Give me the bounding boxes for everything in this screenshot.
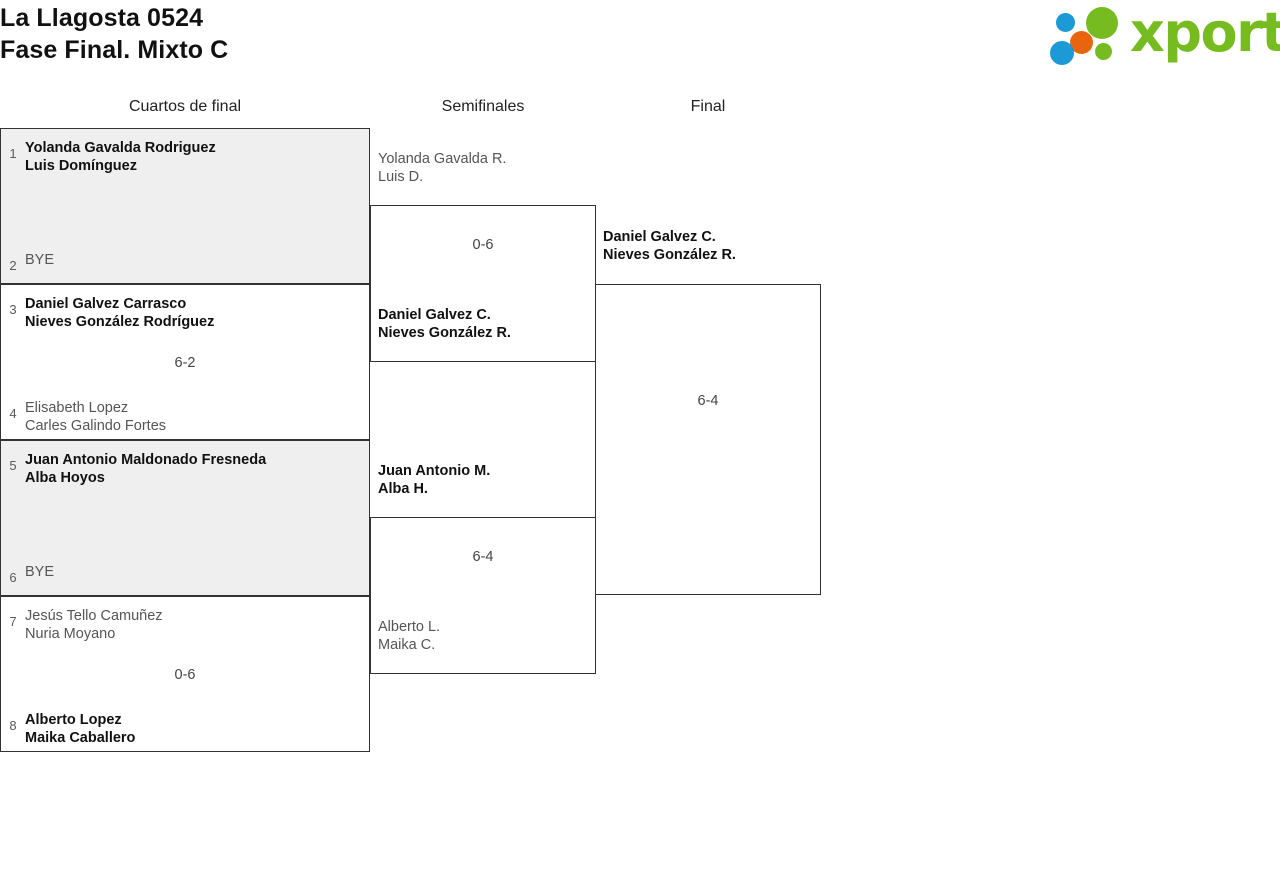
- match-qf-3[interactable]: 5 Juan Antonio Maldonado Fresneda Alba H…: [0, 440, 370, 596]
- round-header-semifinals: Semifinales: [441, 98, 525, 115]
- team-names: Elisabeth Lopez Carles Galindo Fortes: [25, 397, 369, 435]
- team-names: Daniel Galvez Carrasco Nieves González R…: [25, 293, 369, 331]
- match-qf-4[interactable]: 7 Jesús Tello Camuñez Nuria Moyano 0-6 8…: [0, 596, 370, 752]
- player-name-1: Yolanda Gavalda R.: [378, 151, 507, 167]
- player-name-1: Juan Antonio Maldonado Fresneda: [25, 452, 267, 468]
- team-names: BYE: [25, 561, 369, 581]
- player-name-2: Alba H.: [378, 481, 428, 497]
- seed-number: 3: [9, 302, 17, 317]
- player-name-1: Daniel Galvez C.: [378, 307, 491, 323]
- team-names: Alberto Lopez Maika Caballero: [25, 709, 369, 747]
- player-name-1: BYE: [25, 564, 55, 580]
- round-header-quarterfinals: Cuartos de final: [128, 98, 242, 115]
- match-qf-1[interactable]: 1 Yolanda Gavalda Rodriguez Luis Domíngu…: [0, 128, 370, 284]
- seed-number: 2: [9, 258, 17, 273]
- match-slot-bottom[interactable]: 8 Alberto Lopez Maika Caballero: [1, 709, 369, 747]
- tournament-phase: Fase Final. Mixto C: [0, 36, 229, 64]
- player-name-1: Alberto Lopez: [25, 712, 122, 728]
- match-slot-bottom[interactable]: Alberto L. Maika C.: [371, 616, 595, 654]
- match-slot-top[interactable]: 3 Daniel Galvez Carrasco Nieves González…: [1, 293, 369, 331]
- match-slot-bottom[interactable]: 4 Elisabeth Lopez Carles Galindo Fortes: [1, 397, 369, 435]
- team-names: Daniel Galvez C. Nieves González R.: [595, 226, 821, 264]
- player-name-1: BYE: [25, 252, 55, 268]
- player-name-1: Elisabeth Lopez: [25, 400, 129, 416]
- seed-number: 6: [9, 570, 17, 585]
- match-score: 6-2: [174, 355, 196, 371]
- match-slot-top[interactable]: 7 Jesús Tello Camuñez Nuria Moyano: [1, 605, 369, 643]
- team-names: Juan Antonio Maldonado Fresneda Alba Hoy…: [25, 449, 369, 487]
- player-name-1: Jesús Tello Camuñez: [25, 608, 163, 624]
- player-name-1: Daniel Galvez Carrasco: [25, 296, 187, 312]
- match-score: 6-4: [697, 393, 719, 409]
- seed-number: 4: [9, 406, 17, 421]
- player-name-2: Maika Caballero: [25, 730, 136, 746]
- team-names: Yolanda Gavalda Rodriguez Luis Domínguez: [25, 137, 369, 175]
- team-names: Juan Antonio M. Alba H.: [370, 460, 596, 498]
- match-sf-2[interactable]: 6-4 Alberto L. Maika C.: [370, 517, 596, 674]
- player-name-2: Luis Domínguez: [25, 158, 137, 174]
- match-slot-bottom[interactable]: 6 BYE: [1, 561, 369, 585]
- player-name-2: Luis D.: [378, 169, 424, 185]
- player-name-2: Nieves González Rodríguez: [25, 314, 215, 330]
- logo-wordmark: xporty: [1130, 1, 1280, 64]
- match-slot-top[interactable]: Daniel Galvez C. Nieves González R.: [595, 226, 821, 264]
- match-slot-top[interactable]: 5 Juan Antonio Maldonado Fresneda Alba H…: [1, 449, 369, 487]
- player-name-2: Maika C.: [378, 637, 436, 653]
- match-sf-1[interactable]: 0-6 Daniel Galvez C. Nieves González R.: [370, 205, 596, 362]
- player-name-2: Carles Galindo Fortes: [25, 418, 167, 434]
- match-slot-top[interactable]: 1 Yolanda Gavalda Rodriguez Luis Domíngu…: [1, 137, 369, 175]
- match-slot-bottom[interactable]: Daniel Galvez C. Nieves González R.: [371, 304, 595, 342]
- team-names: Jesús Tello Camuñez Nuria Moyano: [25, 605, 369, 643]
- player-name-2: Nuria Moyano: [25, 626, 116, 642]
- player-name-1: Juan Antonio M.: [378, 463, 491, 479]
- seed-number: 1: [9, 146, 17, 161]
- match-score: 0-6: [174, 667, 196, 683]
- seed-number: 8: [9, 718, 17, 733]
- match-slot-top[interactable]: Yolanda Gavalda R. Luis D.: [370, 148, 596, 186]
- page-title: La Llagosta 0524 Fase Final. Mixto C: [0, 2, 700, 66]
- match-score: 6-4: [472, 549, 494, 565]
- match-slot-bottom[interactable]: 2 BYE: [1, 249, 369, 273]
- player-name-2: Nieves González R.: [603, 247, 736, 263]
- team-names: Daniel Galvez C. Nieves González R.: [371, 304, 595, 342]
- match-qf-2[interactable]: 3 Daniel Galvez Carrasco Nieves González…: [0, 284, 370, 440]
- match-slot-top[interactable]: Juan Antonio M. Alba H.: [370, 460, 596, 498]
- player-name-1: Alberto L.: [378, 619, 441, 635]
- player-name-2: Nieves González R.: [378, 325, 511, 341]
- player-name-2: Alba Hoyos: [25, 470, 105, 486]
- team-names: Alberto L. Maika C.: [371, 616, 595, 654]
- player-name-1: Daniel Galvez C.: [603, 229, 716, 245]
- match-score: 0-6: [472, 237, 494, 253]
- round-header-final: Final: [690, 98, 726, 115]
- logo-dots-icon: [1048, 5, 1132, 67]
- xporty-logo[interactable]: xporty: [1048, 1, 1280, 67]
- team-names: BYE: [25, 249, 369, 269]
- tournament-name: La Llagosta 0524: [0, 4, 204, 32]
- seed-number: 7: [9, 614, 17, 629]
- match-final[interactable]: 6-4: [595, 284, 821, 595]
- team-names: Yolanda Gavalda R. Luis D.: [370, 148, 596, 186]
- player-name-1: Yolanda Gavalda Rodriguez: [25, 140, 216, 156]
- seed-number: 5: [9, 458, 17, 473]
